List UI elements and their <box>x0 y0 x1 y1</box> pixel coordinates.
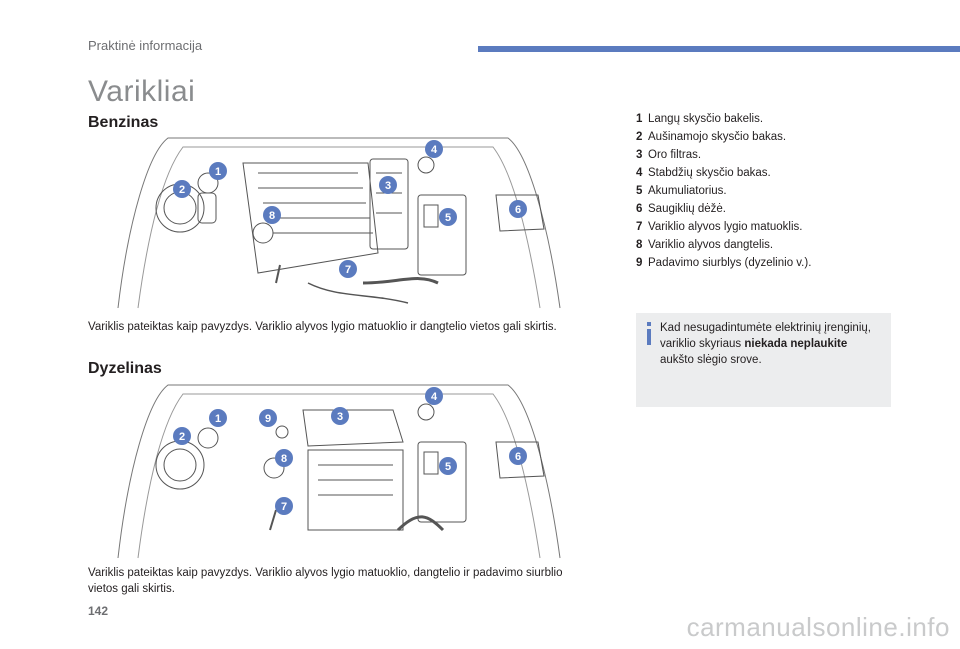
petrol-caption: Variklis pateiktas kaip pavyzdys. Varikl… <box>88 321 557 333</box>
badge-1: 1 <box>209 162 227 180</box>
legend-text: Aušinamojo skysčio bakas. <box>648 131 787 143</box>
badge-6: 6 <box>509 200 527 218</box>
diesel-caption-line2: vietos gali skirtis. <box>88 583 175 595</box>
legend-item: 6 Saugiklių dėžė. <box>636 200 916 218</box>
legend-text: Saugiklių dėžė. <box>648 203 726 215</box>
badge-9: 9 <box>259 409 277 427</box>
section-title-petrol: Benzinas <box>88 114 159 131</box>
svg-text:9: 9 <box>265 413 271 425</box>
watermark: carmanualsonline.info <box>686 612 950 642</box>
badge-8: 8 <box>275 449 293 467</box>
legend-item: 2 Aušinamojo skysčio bakas. <box>636 128 916 146</box>
badge-1: 1 <box>209 409 227 427</box>
svg-text:8: 8 <box>281 453 287 465</box>
diesel-caption-line1: Variklis pateiktas kaip pavyzdys. Varikl… <box>88 567 563 579</box>
svg-text:1: 1 <box>215 413 221 425</box>
badge-5: 5 <box>439 457 457 475</box>
legend-text: Stabdžių skysčio bakas. <box>648 167 771 179</box>
badge-2: 2 <box>173 427 191 445</box>
section-title-diesel: Dyzelinas <box>88 360 162 377</box>
note-emphasis: niekada neplaukite <box>744 338 848 350</box>
legend-item: 4 Stabdžių skysčio bakas. <box>636 164 916 182</box>
svg-text:8: 8 <box>269 210 275 222</box>
legend-item: 5 Akumuliatorius. <box>636 182 916 200</box>
badge-3: 3 <box>379 176 397 194</box>
info-note-text: Kad nesugadintumėte elektrinių įrenginių… <box>660 322 871 366</box>
legend-number: 2 <box>636 131 643 143</box>
badge-7: 7 <box>339 260 357 278</box>
badge-2: 2 <box>173 180 191 198</box>
svg-text:7: 7 <box>281 501 287 513</box>
component-legend: 1 Langų skysčio bakelis. 2 Aušinamojo skys… <box>636 110 916 272</box>
badge-3: 3 <box>331 407 349 425</box>
petrol-engine-diagram: 1 2 3 4 5 6 7 8 <box>108 133 568 311</box>
svg-text:6: 6 <box>515 204 521 216</box>
info-note-box <box>636 313 891 407</box>
diesel-caption: Variklis pateiktas kaip pavyzdys. Varikl… <box>88 565 588 597</box>
legend-number: 9 <box>636 257 643 269</box>
info-icon <box>647 322 651 345</box>
svg-text:6: 6 <box>515 451 521 463</box>
legend-number: 3 <box>636 149 643 161</box>
running-header: Praktinė informacija <box>88 38 203 53</box>
svg-text:3: 3 <box>337 411 343 423</box>
svg-text:2: 2 <box>179 184 185 196</box>
legend-item: 3 Oro filtras. <box>636 146 916 164</box>
page-title: Varikliai <box>88 75 196 108</box>
badge-8: 8 <box>263 206 281 224</box>
svg-text:5: 5 <box>445 461 451 473</box>
legend-number: 5 <box>636 185 643 197</box>
svg-text:4: 4 <box>431 391 438 403</box>
badge-5: 5 <box>439 208 457 226</box>
page-number: 142 <box>88 604 109 618</box>
svg-text:3: 3 <box>385 180 391 192</box>
badge-4: 4 <box>425 387 443 405</box>
legend-item: 7 Variklio alyvos lygio matuoklis. <box>636 218 916 236</box>
legend-text: Padavimo siurblys (dyzelinio v.). <box>648 257 812 269</box>
svg-text:7: 7 <box>345 264 351 276</box>
legend-text: Langų skysčio bakelis. <box>648 113 764 125</box>
svg-text:1: 1 <box>215 166 221 178</box>
badge-7: 7 <box>275 497 293 515</box>
legend-number: 7 <box>636 221 643 233</box>
diesel-engine-diagram: 1 2 3 4 5 6 7 8 9 <box>108 380 568 560</box>
badge-4: 4 <box>425 140 443 158</box>
header-accent-bar <box>478 46 960 52</box>
legend-item: 9 Padavimo siurblys (dyzelinio v.). <box>636 254 916 272</box>
legend-item: 1 Langų skysčio bakelis. <box>636 110 916 128</box>
svg-text:4: 4 <box>431 144 438 156</box>
legend-text: Akumuliatorius. <box>648 185 727 197</box>
legend-text: Variklio alyvos lygio matuoklis. <box>648 221 803 233</box>
svg-text:2: 2 <box>179 431 185 443</box>
legend-number: 1 <box>636 113 643 125</box>
legend-number: 6 <box>636 203 643 215</box>
legend-number: 4 <box>636 167 643 179</box>
badge-6: 6 <box>509 447 527 465</box>
legend-item: 8 Variklio alyvos dangtelis. <box>636 236 916 254</box>
legend-number: 8 <box>636 239 643 251</box>
legend-text: Oro filtras. <box>648 149 702 161</box>
legend-text: Variklio alyvos dangtelis. <box>648 239 774 251</box>
svg-text:5: 5 <box>445 212 451 224</box>
